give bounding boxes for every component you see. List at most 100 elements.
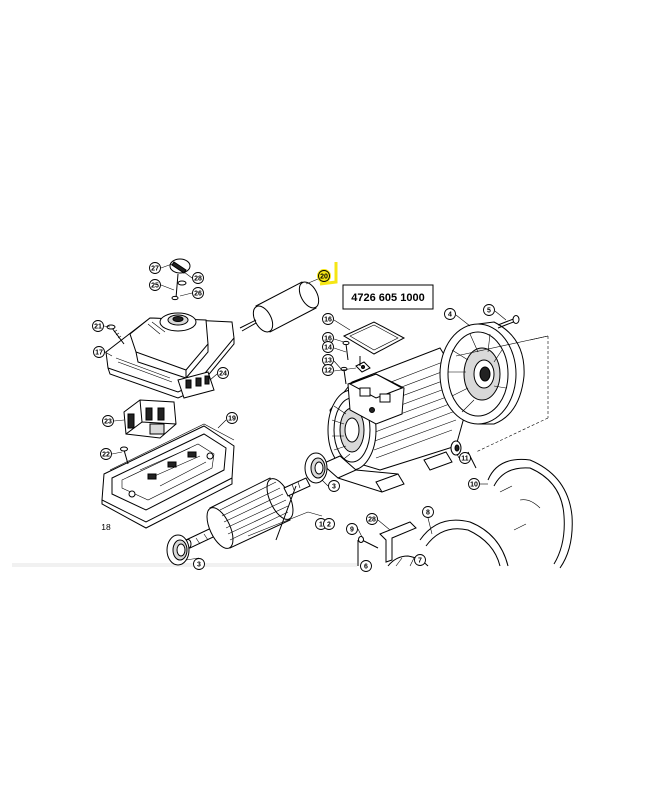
callout-circle bbox=[360, 560, 372, 572]
switch-block bbox=[123, 399, 177, 439]
callout-27: 27 bbox=[149, 262, 161, 274]
callout-17: 17 bbox=[93, 346, 105, 358]
callout-4: 4 bbox=[444, 308, 456, 320]
callout-circle bbox=[414, 554, 426, 566]
callout-label: 14 bbox=[324, 345, 332, 352]
callout-label: 28 bbox=[368, 517, 376, 524]
callout-circle bbox=[422, 506, 434, 518]
callout-circle bbox=[318, 270, 330, 282]
callout-25: 25 bbox=[149, 279, 161, 291]
callout-20: 20 bbox=[317, 269, 331, 283]
terminal-box-base bbox=[101, 423, 235, 529]
callout-circle bbox=[468, 478, 480, 490]
callout-label: 2 bbox=[327, 522, 331, 529]
callout-19: 19 bbox=[226, 412, 238, 424]
callout-7: 7 bbox=[414, 554, 426, 566]
callout-circle bbox=[459, 452, 471, 464]
callout-22: 22 bbox=[100, 448, 112, 460]
fan-cover bbox=[487, 458, 573, 569]
callout-circle bbox=[483, 304, 495, 316]
part-label-18: 18 bbox=[101, 522, 111, 532]
mounting-bracket bbox=[358, 521, 417, 563]
callout-circle bbox=[226, 412, 238, 424]
callout-label: 16 bbox=[324, 317, 332, 324]
callout-label: 16 bbox=[324, 336, 332, 343]
callout-6: 6 bbox=[360, 560, 372, 572]
callout-label: 12 bbox=[324, 368, 332, 375]
small-screws bbox=[340, 340, 371, 385]
callout-label: 7 bbox=[418, 558, 422, 565]
callout-5: 5 bbox=[483, 304, 495, 316]
assembly-frame bbox=[247, 335, 549, 537]
callout-10: 10 bbox=[468, 478, 480, 490]
callout-circle bbox=[102, 415, 114, 427]
rotor bbox=[184, 477, 311, 549]
callout-circle bbox=[192, 272, 204, 284]
front-bearing bbox=[166, 534, 190, 566]
callout-label: 9 bbox=[350, 527, 354, 534]
callout-label: 4 bbox=[448, 312, 452, 319]
fan-shroud bbox=[419, 519, 509, 567]
callout-label: 6 bbox=[364, 564, 368, 571]
terminal-box-cover bbox=[105, 312, 235, 399]
callout-circle bbox=[366, 513, 378, 525]
cover-screw bbox=[106, 324, 125, 345]
rear-bearing bbox=[304, 452, 328, 484]
base-screw bbox=[120, 446, 129, 465]
part-number-box: 4726 605 1000 bbox=[342, 284, 434, 310]
callout-28: 28 bbox=[366, 513, 378, 525]
callout-label: 25 bbox=[151, 283, 159, 290]
callout-label: 26 bbox=[194, 291, 202, 298]
callout-28: 28 bbox=[192, 272, 204, 284]
callout-label: 23 bbox=[104, 419, 112, 426]
callout-3: 3 bbox=[328, 480, 340, 492]
callout-label: 3 bbox=[332, 484, 336, 491]
leader-lines bbox=[103, 263, 507, 561]
part-number: 4726 605 1000 bbox=[351, 292, 424, 304]
callout-23: 23 bbox=[102, 415, 114, 427]
breather-cap bbox=[169, 258, 191, 301]
callout-3: 3 bbox=[193, 558, 205, 570]
callout-14: 14 bbox=[322, 341, 334, 353]
callout-label: 19 bbox=[228, 416, 236, 423]
highlight-bracket bbox=[319, 262, 338, 286]
callout-circle bbox=[346, 523, 358, 535]
callout-circle bbox=[149, 279, 161, 291]
callout-label: 17 bbox=[95, 350, 103, 357]
callout-label: 21 bbox=[94, 324, 102, 331]
callout-13: 13 bbox=[322, 354, 334, 366]
callout-circle bbox=[322, 341, 334, 353]
callout-circle bbox=[217, 367, 229, 379]
callout-circle bbox=[322, 364, 334, 376]
callout-circle bbox=[193, 558, 205, 570]
callout-label: 3 bbox=[197, 562, 201, 569]
callout-highlight bbox=[317, 269, 331, 283]
callout-label: 22 bbox=[102, 452, 110, 459]
motor-housing bbox=[321, 347, 471, 493]
callout-9: 9 bbox=[346, 523, 358, 535]
square-gasket bbox=[342, 321, 406, 355]
callout-26: 26 bbox=[192, 287, 204, 299]
callout-12: 12 bbox=[322, 364, 334, 376]
callout-circle bbox=[149, 262, 161, 274]
callout-label: 13 bbox=[324, 358, 332, 365]
callout-8: 8 bbox=[422, 506, 434, 518]
callout-circle bbox=[192, 287, 204, 299]
callout-circle bbox=[328, 480, 340, 492]
callout-24: 24 bbox=[217, 367, 229, 379]
callout-21: 21 bbox=[92, 320, 104, 332]
callout-2: 2 bbox=[323, 518, 335, 530]
callout-circle bbox=[322, 313, 334, 325]
callout-16: 16 bbox=[322, 313, 334, 325]
callout-circle bbox=[100, 448, 112, 460]
callout-label: 5 bbox=[487, 308, 491, 315]
callout-label: 28 bbox=[194, 276, 202, 283]
callout-label: 20 bbox=[320, 274, 328, 281]
tie-bolt bbox=[497, 315, 520, 329]
callout-label: 10 bbox=[470, 482, 478, 489]
bottom-band bbox=[12, 563, 357, 567]
callout-circle bbox=[323, 518, 335, 530]
end-shield bbox=[439, 321, 525, 425]
